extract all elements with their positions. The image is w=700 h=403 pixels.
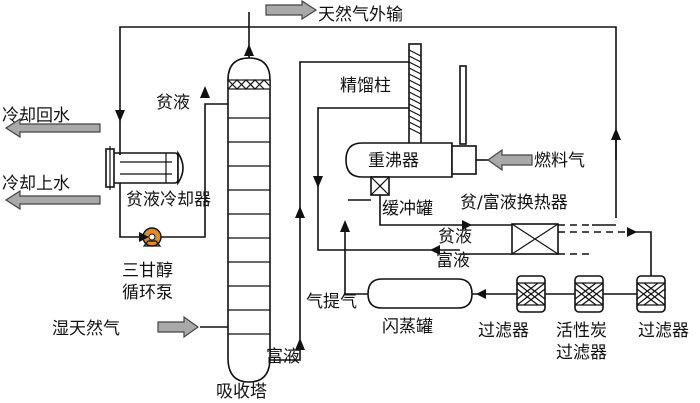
absorption-tower <box>227 57 271 383</box>
buffer-tank-label: 缓冲罐 <box>382 199 433 219</box>
filter-right-vessel <box>516 275 546 313</box>
stripping-gas-label: 气提气 <box>306 292 357 312</box>
activated-carbon-filter-label-line1: 活性炭 <box>556 321 607 341</box>
cooling-supply-water-label: 冷却上水 <box>2 174 70 194</box>
lean-liquid-cooler-label: 贫液冷却器 <box>126 190 211 210</box>
lean-rich-heat-exchanger <box>511 223 559 255</box>
buffer-tank <box>370 176 390 196</box>
fuel-gas-arrow <box>486 148 533 172</box>
filter-left-label: 过滤器 <box>638 321 689 341</box>
rich-liquid-bottom-label: 富液 <box>266 347 300 367</box>
filter-left-vessel <box>636 275 666 313</box>
reboiler-label: 重沸器 <box>368 151 419 171</box>
teg-pump-label-line1: 三甘醇 <box>122 261 173 281</box>
distillation-column <box>408 43 422 145</box>
lean-rich-exchanger-label: 贫/富液换热器 <box>460 193 568 213</box>
natural-gas-export-label: 天然气外输 <box>318 5 403 25</box>
absorption-tower-label: 吸收塔 <box>216 382 267 402</box>
reboiler <box>345 65 477 178</box>
teg-pump-label-line2: 循环泵 <box>122 283 173 303</box>
cooling-return-arrow <box>4 117 101 139</box>
lean-liquid-cooler <box>105 146 184 190</box>
flash-tank <box>367 278 473 309</box>
gas-export-arrow <box>265 0 318 21</box>
flow-arrowheads <box>115 44 637 350</box>
absorption-tower-trays <box>228 117 270 335</box>
fuel-gas-label: 燃料气 <box>534 151 585 171</box>
activated-carbon-filter-label-line2: 过滤器 <box>556 343 607 363</box>
wet-gas-inlet-arrow <box>157 315 200 339</box>
wet-natural-gas-label: 湿天然气 <box>52 319 120 339</box>
filter-right-label: 过滤器 <box>478 321 529 341</box>
cooling-return-water-label: 冷却回水 <box>2 106 70 126</box>
cooling-supply-arrow <box>4 189 101 211</box>
rich-liquid-mid-label: 富液 <box>436 251 470 271</box>
lean-liquid-mid-label: 贫液 <box>438 227 472 247</box>
flash-tank-label: 闪蒸罐 <box>382 317 433 337</box>
activated-carbon-filter-vessel <box>574 275 604 313</box>
lean-liquid-top-label: 贫液 <box>156 93 190 113</box>
distillation-column-label: 精馏柱 <box>340 76 391 96</box>
